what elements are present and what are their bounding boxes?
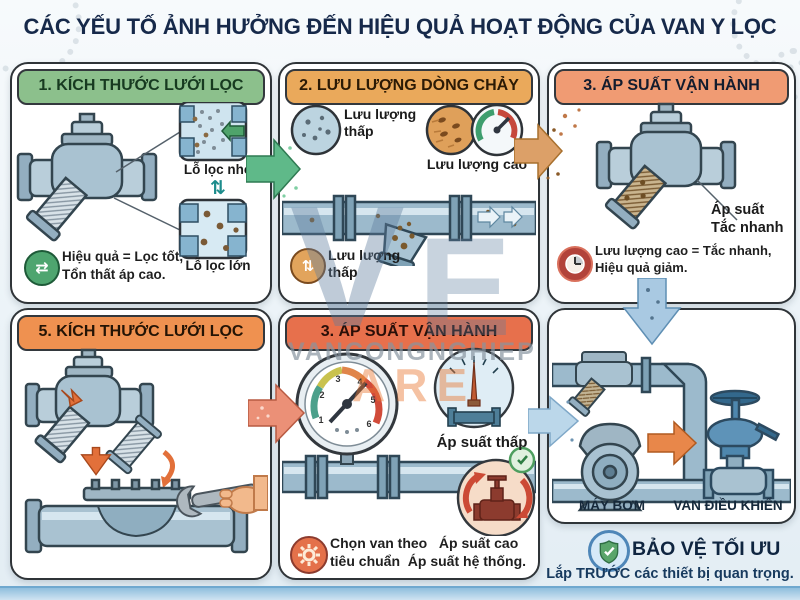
panel3-header: 3. ÁP SUẤT VẬN HÀNH (554, 69, 789, 105)
hand-with-wrench (176, 475, 268, 518)
clogged-y-strainer-valve (595, 102, 738, 230)
arrow-panel4-to-panel5 (248, 383, 306, 444)
panel3-note: Lưu lượng cao = Tắc nhanh, Hiệu quả giảm… (595, 243, 791, 277)
panel-flow-rate: 2. LƯU LƯỢNG DÒNG CHẢY (278, 62, 540, 304)
up-down-arrows-icon: ⇅ (210, 178, 226, 199)
pressure-gauge-illustration: 1 2 3 4 5 6 (282, 347, 536, 536)
high-pressure-label: Áp suất cao (438, 535, 519, 551)
panel5-note-left1: Chọn van theo (330, 535, 428, 551)
arrow-panel2-to-panel3 (514, 123, 564, 180)
arrow-into-panel6 (528, 395, 580, 448)
pump-label: MÁY BƠM (578, 498, 646, 513)
page-title: CÁC YẾU TỐ ẢNH HƯỞNG ĐẾN HIỆU QUẢ HOẠT Đ… (23, 14, 777, 39)
panel4-header: 5. KÍCH THƯỚC LƯỚI LỌC (17, 315, 265, 351)
protect-note: Lắp TRƯỚC các thiết bị quan trọng. (546, 566, 794, 582)
panel2-header: 2. LƯU LƯỢNG DÒNG CHẢY (285, 69, 533, 105)
panel-operating-pressure-2: 3. ÁP SUẤT VẬN HÀNH 1 2 (278, 308, 540, 580)
low-flow-label: Lưu lượng thấp (344, 106, 430, 140)
panel3-note-line2: Hiệu quả giảm. (595, 259, 688, 275)
low-pressure-inset (433, 347, 515, 429)
low-flow-circle-icon (290, 104, 342, 156)
bottom-strip (0, 586, 800, 600)
flow-gauge-icon (470, 103, 524, 157)
gauge-tick: 5 (370, 395, 375, 405)
pump (577, 422, 643, 512)
y-strainer-valve-top (24, 348, 155, 464)
gear-icon (290, 536, 328, 574)
pressure-gauge: 1 2 3 4 5 6 (295, 352, 399, 465)
gauge-tick: 4 (357, 377, 362, 387)
low-flow-line2: thấp (344, 123, 374, 140)
low-pressure-label: Áp suất thấp (436, 434, 528, 451)
control-valve (702, 389, 781, 500)
flow-rate-illustration (282, 103, 536, 266)
panel-installation: MÁY BƠM VAN ĐIỀU KHIỂN (547, 308, 796, 524)
inline-y-strainer (567, 351, 633, 417)
protect-title: BẢO VỆ TỐI ƯU (632, 538, 781, 560)
panel-operating-pressure-1: 3. ÁP SUẤT VẬN HÀNH (547, 62, 796, 304)
shield-check-icon (508, 446, 536, 474)
mesh-service-illustration (24, 348, 268, 554)
exchange-arrows-icon: ⇄ (24, 250, 60, 286)
panel5-note-right2: Áp suất hệ thống. (407, 553, 527, 570)
panel3-note-line1: Lưu lượng cao = Tắc nhanh, (595, 243, 772, 258)
panel2-bottom-line1: Lưu lượng (328, 247, 401, 263)
clock-icon (557, 246, 593, 282)
clog-line2: Tắc nhanh (711, 219, 784, 236)
filter-small-inset (178, 102, 248, 162)
flow-direction-arrow (647, 420, 698, 466)
y-strainer-valve (16, 112, 181, 242)
shield-icon (588, 530, 630, 572)
flow-arrows-icon: ⇅ (290, 248, 326, 284)
inset-small-label: Lỗ lọc nhỏ (183, 162, 253, 177)
panel2-bottom-label: Lưu lượng thấp (328, 247, 428, 281)
panel1-note: Hiệu quả = Lọc tốt, Tổn thất áp cao. (62, 248, 212, 283)
gauge-tick: 6 (366, 419, 371, 429)
gauge-tick: 3 (335, 374, 340, 384)
y-strainer-with-insets-illustration (16, 102, 248, 260)
panel1-note-line2: Tổn thất áp cao. (62, 266, 166, 282)
clog-label: Áp suất Tắc nhanh (711, 202, 793, 237)
pipe-with-strainer (282, 194, 536, 266)
panel1-header: 1. KÍCH THƯỚC LƯỚI LỌC (17, 69, 265, 105)
high-flow-label: Lưu lượng cao (426, 156, 528, 172)
valve-body-open (24, 478, 249, 554)
debris-circle-icon (425, 104, 477, 156)
panel1-note-line1: Hiệu quả = Lọc tốt, (62, 249, 184, 264)
panel5-note: Chọn van theo Áp suất cao tiêu chuẩn Áp … (330, 534, 534, 570)
panel5-note-left2: tiêu chuẩn (330, 553, 401, 570)
gauge-tick: 1 (318, 415, 323, 425)
panel-mesh-size-2: 5. KÍCH THƯỚC LƯỚI LỌC (10, 308, 272, 580)
panel2-bottom-line2: thấp (328, 264, 358, 281)
clogged-strainer-illustration (559, 102, 738, 230)
high-pressure-inset (456, 458, 536, 536)
arrow-panel1-to-panel2 (246, 138, 302, 200)
control-valve-label: VAN ĐIỀU KHIỂN (673, 498, 783, 513)
filter-large-inset (178, 198, 248, 260)
removed-mesh-element (80, 414, 175, 488)
panel-mesh-size-1: 1. KÍCH THƯỚC LƯỚI LỌC (10, 62, 272, 304)
panel5-header: 3. ÁP SUẤT VẬN HÀNH (285, 315, 533, 351)
inset-large-label: Lỗ lọc lớn (185, 258, 251, 273)
gauge-tick: 2 (319, 390, 324, 400)
arrow-panel3-down-to-panel6 (622, 278, 682, 346)
clog-line1: Áp suất (711, 202, 765, 218)
installation-illustration (552, 351, 791, 512)
debris-speckles (559, 108, 581, 136)
low-flow-line1: Lưu lượng (344, 106, 417, 122)
